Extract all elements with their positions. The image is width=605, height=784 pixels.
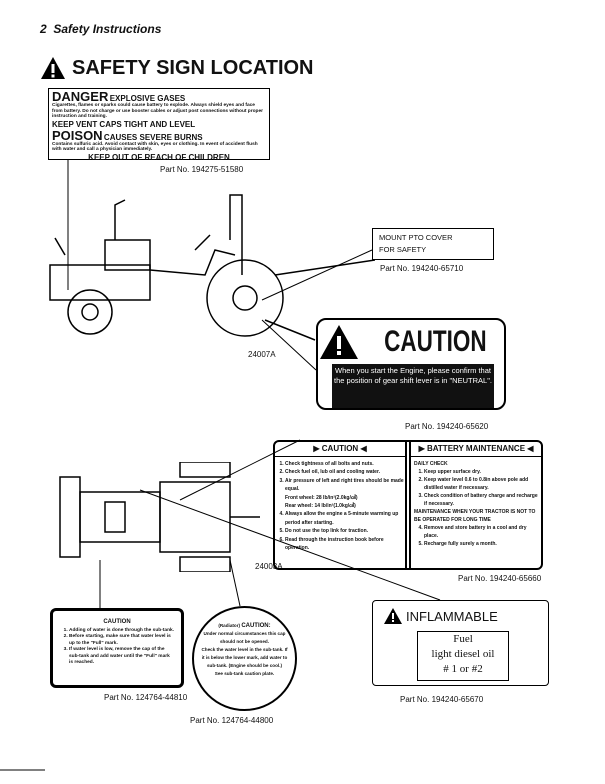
list-item: Check condition of battery charge and re…: [424, 492, 541, 508]
page-title: SAFETY SIGN LOCATION: [40, 56, 314, 80]
list-item: Check the water level in the sub-tank. I…: [201, 647, 288, 668]
caution-header: ▶ CAUTION ◀: [275, 442, 405, 457]
burns-text: CAUSES SEVERE BURNS: [103, 132, 203, 142]
pto-line1: MOUNT PTO COVER: [379, 233, 453, 242]
caution-title: CAUTION: [321, 444, 359, 453]
list-item: If water level is low, remove the cap of…: [69, 647, 175, 667]
list-item: Check fuel oil, lub oil and cooling wate…: [285, 468, 405, 476]
section-name: Safety Instructions: [53, 22, 162, 36]
radiator-label: (Radiator): [218, 623, 241, 628]
page-header: 2 Safety Instructions: [40, 22, 161, 36]
tractor-top-illustration: [59, 462, 260, 572]
danger-word: DANGER: [52, 89, 109, 104]
subtank-title: CAUTION: [103, 619, 131, 625]
list-item: Recharge fully surely a month.: [424, 540, 541, 548]
list-item: Do not use the top link for traction.: [285, 527, 405, 535]
part-number: Part No. 194275-51580: [160, 165, 244, 174]
poison-text: Contains sulfuric acid. Avoid contact wi…: [52, 142, 258, 153]
list-item: Keep upper surface dry.: [424, 468, 541, 476]
front-pressure: Front wheel: 28 lb/in²(2.0kg/㎠): [285, 494, 358, 501]
part-number: Part No. 194240-65660: [458, 574, 542, 583]
part-number: Part No. 194240-65670: [400, 695, 484, 704]
radiator-title: CAUTION:: [241, 623, 271, 629]
warning-icon: [319, 325, 358, 359]
daily-check: DAILY CHECK: [414, 461, 448, 467]
list-item: Check tightness of all bolts and nuts.: [285, 460, 405, 468]
list-item: Under normal circumstances this cap shou…: [203, 631, 286, 644]
pto-sign: MOUNT PTO COVER FOR SAFETY: [372, 228, 494, 260]
subtank-caution-sign: CAUTION Adding of water is done through …: [50, 608, 184, 688]
part-number: Part No. 124764-44810: [104, 693, 188, 702]
battery-header: ▶ BATTERY MAINTENANCE ◀: [411, 442, 541, 457]
caution-text: When you start the Engine, please confir…: [332, 364, 494, 408]
part-number: Part No. 194240-65710: [380, 264, 464, 273]
inflammable-title: INFLAMMABLE: [406, 608, 498, 624]
pto-line2: FOR SAFETY: [379, 245, 427, 254]
list-item: Remove and store battery in a cool and d…: [424, 524, 541, 540]
rear-pressure: Rear wheel: 14 lb/in²(1.0kg/㎠): [285, 503, 356, 510]
title-text: SAFETY SIGN LOCATION: [72, 56, 314, 79]
list-item: Always allow the engine a 5-minute warmi…: [285, 510, 405, 527]
grade-text: # 1 or #2: [443, 663, 483, 675]
battery-title: BATTERY MAINTENANCE: [426, 444, 526, 453]
part-number: Part No. 124764-44800: [190, 716, 274, 725]
caution-sign: CAUTION When you start the Engine, pleas…: [316, 318, 506, 410]
fuel-text: Fuel: [453, 633, 473, 645]
maintenance-note: MAINTENANCE WHEN YOUR TRACTOR IS NOT TO …: [414, 509, 536, 523]
poison-word: POISON: [52, 127, 103, 143]
list-item: Air pressure of left and right tires sho…: [285, 477, 404, 493]
list-item: Adding of water is done through the sub-…: [69, 628, 175, 635]
explosive-text: EXPLOSIVE GASES: [109, 94, 186, 103]
list-item: Keep water level 0.6 to 0.8in above pole…: [424, 476, 541, 492]
figure-label: 24007A: [248, 350, 276, 359]
tractor-side-illustration: [49, 194, 375, 341]
part-number: Part No. 194240-65620: [405, 422, 489, 431]
oil-text: light diesel oil: [431, 648, 495, 660]
fuel-label: Fuel light diesel oil # 1 or #2: [417, 631, 509, 681]
children-text: KEEP OUT OF REACH OF CHILDREN: [88, 152, 230, 162]
danger-text: Cigarettes, flames or sparks could cause…: [52, 103, 263, 120]
warning-icon: [384, 608, 402, 624]
figure-label: 24003A: [255, 562, 283, 571]
list-item: Before starting, make sure that water le…: [69, 634, 175, 647]
danger-sign: DANGER EXPLOSIVE GASES Cigarettes, flame…: [48, 88, 270, 162]
warning-icon: [41, 57, 65, 79]
list-item: See sub-tank caution plate.: [214, 671, 275, 676]
inflammable-sign: INFLAMMABLE Fuel light diesel oil # 1 or #…: [372, 600, 549, 686]
page-number: 2: [40, 22, 47, 36]
vent-text: KEEP VENT CAPS TIGHT AND LEVEL: [52, 119, 196, 129]
radiator-caution-sign: (Radiator) CAUTION: Under normal circums…: [192, 606, 297, 711]
caution-word: CAUTION: [383, 325, 487, 358]
